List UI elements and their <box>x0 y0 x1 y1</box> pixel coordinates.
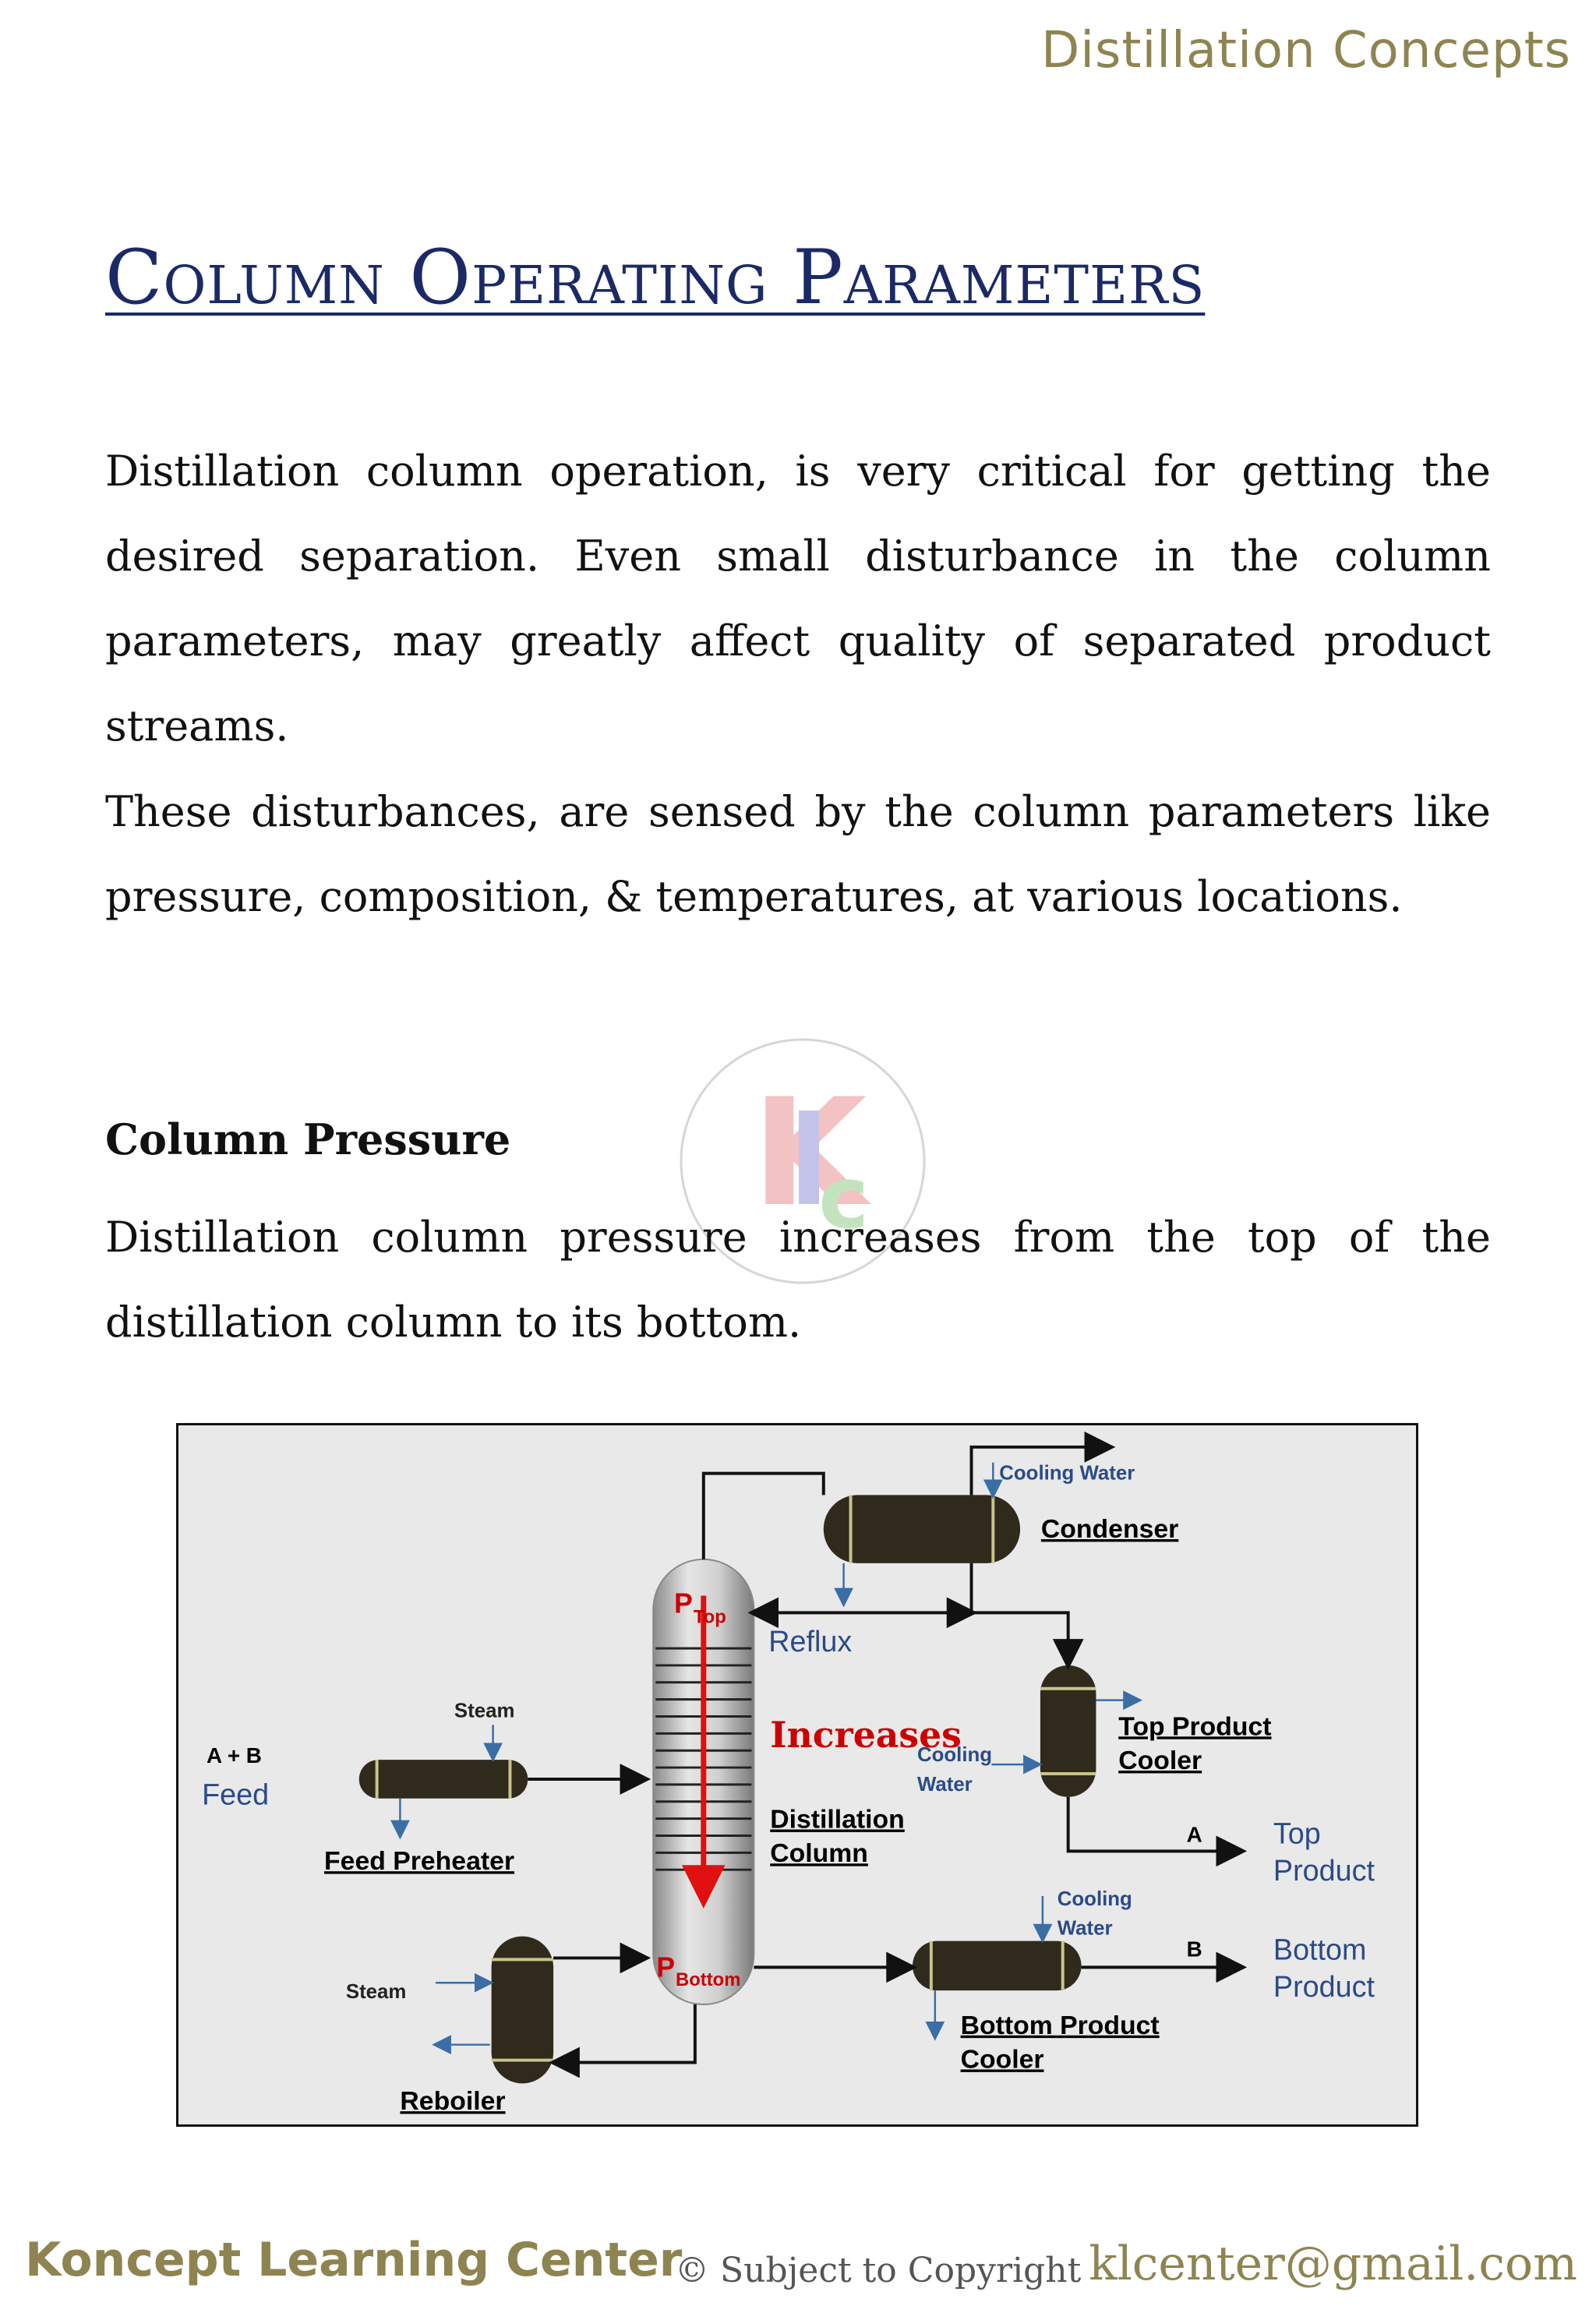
svg-text:c: c <box>818 1148 869 1248</box>
increases-label: Increases <box>770 1714 962 1756</box>
preheater-steam-label: Steam <box>454 1700 514 1722</box>
footer-organization: Koncept Learning Center <box>25 2233 683 2287</box>
bottom-product-cooler-label-1: Bottom Product <box>961 2011 1160 2040</box>
distillation-column-label-1: Distillation <box>770 1805 905 1835</box>
feed-label: Feed <box>202 1778 269 1811</box>
distillation-column-label-2: Column <box>770 1838 868 1868</box>
top-cooler-water-label: Water <box>917 1774 973 1796</box>
reboiler-label: Reboiler <box>400 2086 505 2116</box>
feed-preheater-label: Feed Preheater <box>324 1846 514 1876</box>
condenser-label: Condenser <box>1041 1514 1178 1544</box>
top-cooler-cooling-label: Cooling <box>917 1744 992 1766</box>
feed-components-label: A + B <box>207 1743 262 1767</box>
bottom-product-cooler-label-2: Cooler <box>961 2044 1044 2074</box>
column-pressure-heading: Column Pressure <box>105 1114 511 1164</box>
p-top-subscript: Top <box>694 1606 726 1627</box>
top-product-label-2: Product <box>1273 1854 1375 1887</box>
bottom-product-label-1: Bottom <box>1273 1933 1367 1965</box>
distillation-column <box>652 1558 755 2006</box>
stream-a-label: A <box>1187 1822 1202 1846</box>
top-product-label-1: Top <box>1273 1817 1321 1849</box>
p-bottom-subscript: Bottom <box>676 1969 740 1990</box>
feed-preheater-vessel <box>358 1760 528 1799</box>
reboiler-vessel <box>491 1936 554 2084</box>
top-product-cooler-label-1: Top Product <box>1118 1711 1271 1741</box>
bottom-product-cooler-vessel <box>913 1941 1082 1991</box>
section-title: Column Operating Parameters <box>105 234 1206 321</box>
distillation-diagram: P Top P Bottom Increases Reflux Distilla… <box>176 1423 1418 2127</box>
condenser-vessel <box>823 1495 1021 1563</box>
footer-copyright: © Subject to Copyright <box>675 2251 1082 2290</box>
reflux-label: Reflux <box>768 1625 852 1658</box>
stream-b-label: B <box>1187 1937 1202 1961</box>
klc-watermark-logo: K c <box>680 1038 926 1284</box>
disturbance-paragraph: These disturbances, are sensed by the co… <box>105 787 1491 921</box>
bottom-cooler-cooling-label: Cooling <box>1058 1888 1132 1910</box>
p-top-letter: P <box>674 1587 693 1619</box>
p-bottom-letter: P <box>656 1951 675 1983</box>
header-title: Distillation Concepts <box>1040 22 1571 79</box>
reboiler-steam-label: Steam <box>346 1981 406 2003</box>
footer-email[interactable]: klcenter@gmail.com <box>1089 2237 1577 2291</box>
bottom-cooler-water-label: Water <box>1058 1918 1113 1940</box>
condenser-cooling-water-label: Cooling Water <box>999 1463 1135 1485</box>
bottom-product-label-2: Product <box>1273 1970 1375 2003</box>
distillation-diagram-svg: P Top P Bottom Increases Reflux Distilla… <box>202 1431 1375 2116</box>
intro-paragraph: Distillation column operation, is very c… <box>105 447 1491 750</box>
top-product-cooler-label-2: Cooler <box>1118 1746 1202 1775</box>
top-product-cooler-vessel <box>1040 1665 1096 1797</box>
pressure-paragraph: Distillation column pressure increases f… <box>105 1213 1491 1347</box>
